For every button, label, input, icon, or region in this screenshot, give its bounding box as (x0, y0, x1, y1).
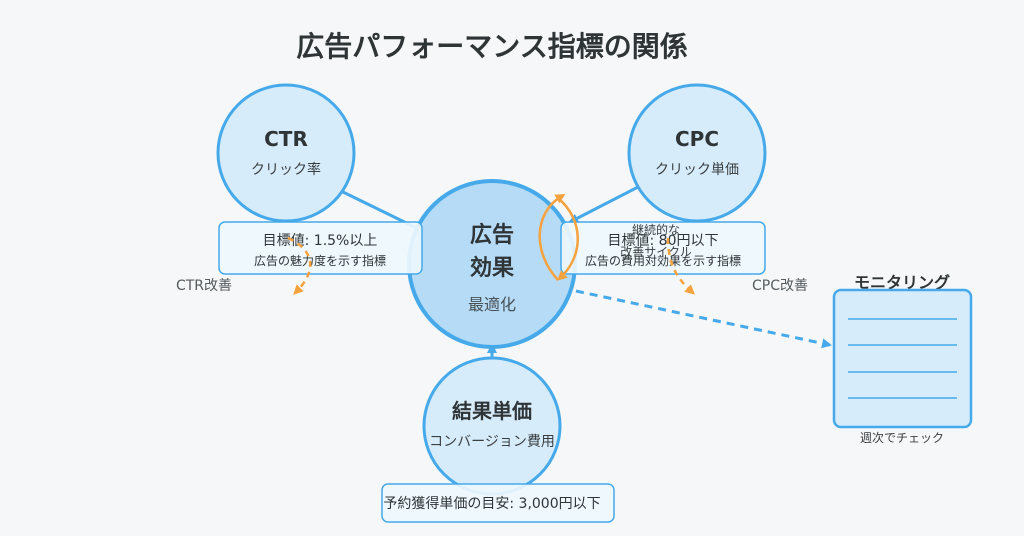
cpc-label: CPC (675, 127, 719, 151)
ctr-target-box: 目標値: 1.5%以上 広告の魅力度を示す指標 (218, 221, 423, 275)
cpa-target-value: 予約獲得単価の目安: 3,000円以下 (383, 495, 600, 512)
ctr-node: CTR クリック率 (216, 83, 356, 223)
connector-cpc-center (568, 184, 641, 224)
monitoring-title: モニタリング (854, 273, 950, 292)
monitoring-sublabel: 週次でチェック (860, 431, 944, 445)
cpc-sublabel: クリック単価 (655, 162, 739, 178)
center-sublabel: 最適化 (468, 295, 516, 314)
ctr-sublabel: クリック率 (251, 161, 321, 178)
page-title: 広告パフォーマンス指標の関係 (296, 30, 687, 63)
monitoring-card: モニタリング 週次でチェック (832, 273, 973, 445)
connector-center-monitoring (575, 289, 832, 349)
ctr-improve-label: CTR改善 (176, 278, 232, 294)
cpa-node: 結果単価 コンバージョン費用 (422, 356, 562, 496)
ctr-target-value: 目標値: 1.5%以上 (263, 233, 378, 249)
cycle-arc-right (557, 197, 579, 281)
center-label-line2: 効果 (470, 255, 514, 281)
cpc-target-value: 目標値: 80円以下 (608, 233, 719, 249)
cpc-target-desc: 広告の費用対効果を示す指標 (585, 253, 741, 268)
center-node: 広告 効果 最適化 (407, 179, 577, 349)
cpc-node: CPC クリック単価 (627, 83, 767, 223)
cpc-improve-arrow (666, 237, 695, 295)
cpa-target-box: 予約獲得単価の目安: 3,000円以下 (381, 483, 615, 523)
cpc-target-box: 目標値: 80円以下 広告の費用対効果を示す指標 (560, 221, 766, 275)
ctr-target-desc: 広告の魅力度を示す指標 (254, 253, 386, 268)
cpa-label: 結果単価 (452, 399, 532, 423)
ctr-label: CTR (264, 127, 308, 151)
cycle-label-line2: 改善サイクル (620, 244, 691, 259)
cpc-improve-label: CPC改善 (752, 278, 808, 294)
cycle-label-line1: 継続的な (632, 222, 680, 237)
ctr-improve-arrow (287, 236, 312, 295)
cycle-arc-left (538, 194, 566, 281)
center-label-line1: 広告 (470, 222, 514, 248)
cpa-sublabel: コンバージョン費用 (429, 434, 555, 450)
